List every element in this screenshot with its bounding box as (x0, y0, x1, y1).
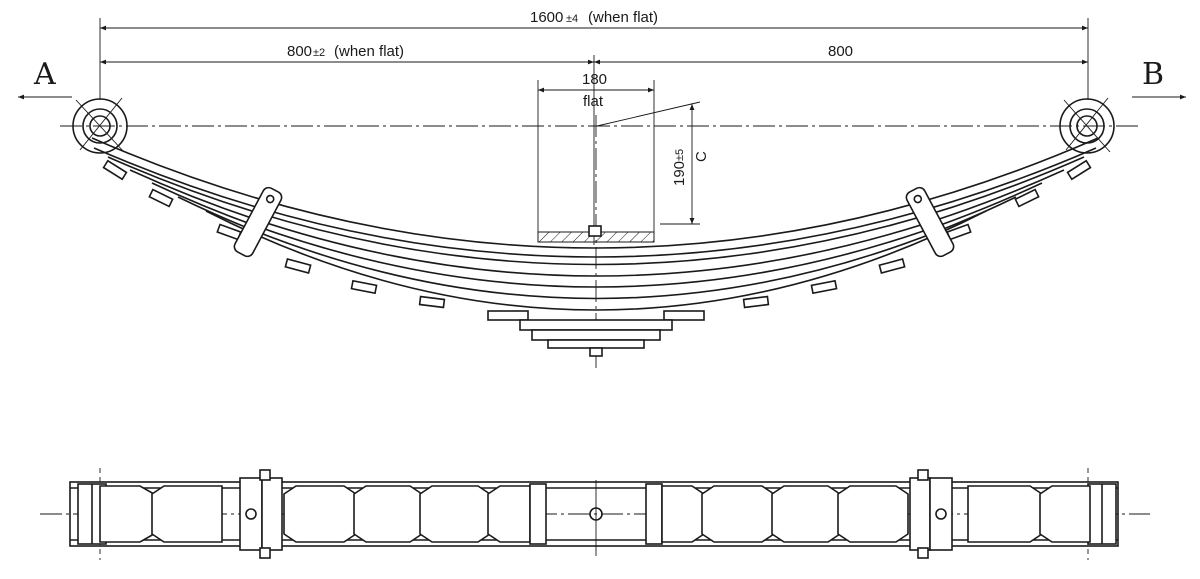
main-leaf-bottom (93, 147, 1097, 258)
center-bolt-head (588, 225, 602, 237)
overall-length-note: (when flat) (588, 9, 658, 26)
front-view (60, 97, 1140, 368)
center-pad-3 (547, 339, 645, 349)
view-label-b: B (1142, 57, 1164, 92)
seat-width-value: 180 (582, 71, 607, 88)
dimension-lines (99, 18, 1089, 245)
right-half-value: 800 (828, 43, 853, 60)
camber-value: 190 (671, 161, 688, 186)
camber-label-group: 190 ±5 (671, 149, 688, 186)
left-half-note: (when flat) (334, 43, 404, 60)
right-clip-plan (909, 469, 953, 559)
main-leaf-top (91, 137, 1099, 249)
left-eye-outer (72, 98, 128, 154)
seat-width-note: flat (583, 93, 604, 110)
camber-label-c: C (693, 151, 710, 162)
camber-tolerance: ±5 (674, 149, 686, 161)
center-bolt-plan (589, 507, 603, 521)
right-rebound-clip (905, 186, 955, 258)
overall-length-value: 1600 (530, 9, 563, 26)
view-label-a: A (33, 57, 56, 92)
left-rebound-clip (233, 186, 283, 258)
right-eye-outer (1059, 98, 1115, 154)
overall-length-tolerance: ±4 (566, 13, 578, 25)
left-clip-plan (239, 469, 283, 559)
left-half-value: 800 (287, 43, 312, 60)
main-leaf-plan (69, 481, 1119, 547)
left-half-tolerance: ±2 (313, 47, 325, 59)
plan-view (40, 468, 1150, 560)
center-bolt-end (589, 347, 603, 357)
center-pad-2 (531, 329, 661, 341)
center-pad-1 (519, 319, 673, 331)
